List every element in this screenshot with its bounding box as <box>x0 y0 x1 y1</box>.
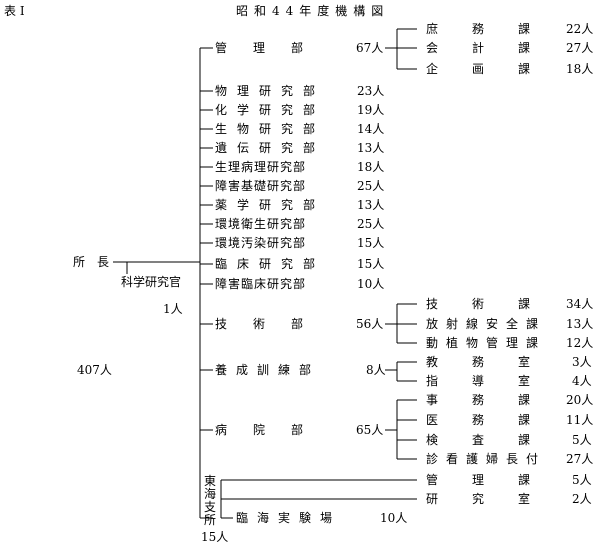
branch-name: 東 <box>204 474 217 488</box>
dept-name: 養成訓練部 <box>215 363 321 377</box>
root-total: 407人 <box>77 363 112 377</box>
subunit-name: 管理課 <box>426 473 565 487</box>
dept-name: 遺伝研究部 <box>215 141 326 155</box>
station-count: 10人 <box>380 511 408 525</box>
dept-count: 8人 <box>366 363 386 377</box>
dept-name: 薬学研究部 <box>215 198 326 212</box>
subunit-count: 34人 <box>566 297 594 311</box>
subunit-count: 22人 <box>566 22 594 36</box>
advisor-label: 科学研究官 <box>121 275 182 289</box>
subunit-count: 2人 <box>572 492 592 506</box>
subunit-count: 11人 <box>566 413 594 427</box>
dept-name: 化学研究部 <box>215 103 326 117</box>
dept-name: 物理研究部 <box>215 84 326 98</box>
subunit-count: 3人 <box>572 355 592 369</box>
dept-name: 障害臨床研究部 <box>215 277 307 291</box>
root-label: 所 長 <box>73 255 110 269</box>
subunit-count: 20人 <box>566 393 594 407</box>
subunit-name: 検査課 <box>426 433 565 447</box>
dept-count: 14人 <box>357 122 385 136</box>
dept-name: 環境汚染研究部 <box>215 236 307 250</box>
subunit-name: 研究室 <box>426 492 565 506</box>
table-label: 表 I <box>4 4 25 18</box>
dept-count: 19人 <box>357 103 385 117</box>
chart-title: 昭和44年度機構図 <box>236 4 390 18</box>
subunit-count: 27人 <box>566 452 594 466</box>
dept-count: 23人 <box>357 84 385 98</box>
subunit-count: 27人 <box>566 41 594 55</box>
subunit-name: 企画課 <box>426 62 565 76</box>
dept-name: 管理部 <box>215 41 330 55</box>
dept-count: 56人 <box>356 317 384 331</box>
dept-name: 技術部 <box>215 317 330 331</box>
subunit-name: 医務課 <box>426 413 565 427</box>
dept-count: 10人 <box>357 277 385 291</box>
subunit-name: 放射線安全課 <box>426 317 547 331</box>
station-name: 臨海実験場 <box>236 511 342 525</box>
subunit-name: 動植物管理課 <box>426 336 547 350</box>
subunit-count: 5人 <box>572 473 592 487</box>
dept-count: 18人 <box>357 160 385 174</box>
dept-name: 生物研究部 <box>215 122 326 136</box>
subunit-name: 指導室 <box>426 374 565 388</box>
dept-name: 生理病理研究部 <box>215 160 307 174</box>
dept-count: 15人 <box>357 257 385 271</box>
subunit-name: 事務課 <box>426 393 565 407</box>
dept-name: 障害基礎研究部 <box>215 179 307 193</box>
branch-count: 15人 <box>201 530 229 544</box>
branch-name: 海 <box>204 487 217 501</box>
subunit-name: 技術課 <box>426 297 565 311</box>
dept-count: 15人 <box>357 236 385 250</box>
dept-count: 25人 <box>357 179 385 193</box>
subunit-count: 18人 <box>566 62 594 76</box>
dept-count: 65人 <box>356 423 384 437</box>
dept-count: 13人 <box>357 198 385 212</box>
subunit-count: 12人 <box>566 336 594 350</box>
dept-count: 13人 <box>357 141 385 155</box>
subunit-count: 13人 <box>566 317 594 331</box>
dept-count: 67人 <box>356 41 384 55</box>
subunit-count: 4人 <box>572 374 592 388</box>
dept-name: 環境衛生研究部 <box>215 217 307 231</box>
dept-name: 病院部 <box>215 423 330 437</box>
dept-count: 25人 <box>357 217 385 231</box>
branch-name: 所 <box>204 513 217 527</box>
subunit-name: 教務室 <box>426 355 565 369</box>
dept-name: 臨床研究部 <box>215 257 326 271</box>
subunit-count: 5人 <box>572 433 592 447</box>
subunit-name: 会計課 <box>426 41 565 55</box>
subunit-name: 診看護婦長付 <box>426 452 547 466</box>
subunit-name: 庶務課 <box>426 22 565 36</box>
branch-name: 支 <box>204 500 217 514</box>
advisor-count: 1人 <box>163 302 183 316</box>
